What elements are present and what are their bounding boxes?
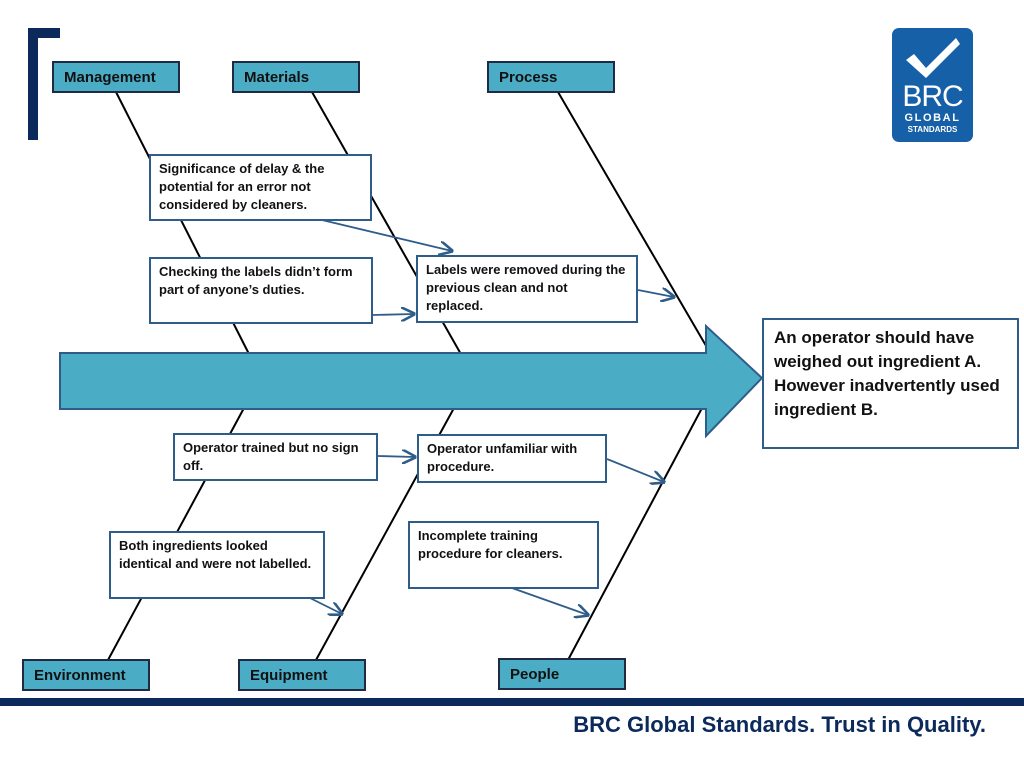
cause-checking-labels: Checking the labels didn’t form part of … xyxy=(149,257,373,324)
cause-labels-removed: Labels were removed during the previous … xyxy=(416,255,638,323)
arrow-operator-trained xyxy=(377,456,415,457)
checkmark-icon xyxy=(906,38,960,78)
bone-process xyxy=(557,91,713,357)
arrow-incomplete-training xyxy=(511,587,588,615)
arrow-both-ingredients xyxy=(309,597,342,614)
category-label: Equipment xyxy=(250,667,328,684)
spine-arrow xyxy=(59,323,764,439)
category-label: Process xyxy=(499,69,558,86)
arrow-labels-removed xyxy=(637,290,674,297)
logo-global-text: GLOBAL xyxy=(904,112,961,124)
effect-box: An operator should have weighed out ingr… xyxy=(762,318,1019,449)
arrow-checking-labels xyxy=(372,314,414,315)
cause-both-ingredients: Both ingredients looked identical and we… xyxy=(109,531,325,599)
category-environment: Environment xyxy=(22,659,150,691)
logo-brc-text: BRC xyxy=(902,80,963,113)
logo-standards-text: STANDARDS xyxy=(907,125,958,134)
category-management: Management xyxy=(52,61,180,93)
cause-significance: Significance of delay & the potential fo… xyxy=(149,154,372,221)
category-label: Management xyxy=(64,69,156,86)
cause-operator-unfamiliar: Operator unfamiliar with procedure. xyxy=(417,434,607,483)
category-equipment: Equipment xyxy=(238,659,366,691)
category-label: People xyxy=(510,666,560,683)
brc-logo: BRC GLOBAL STANDARDS xyxy=(892,28,973,142)
category-label: Environment xyxy=(34,667,126,684)
category-materials: Materials xyxy=(232,61,360,93)
arrow-operator-unfamiliar xyxy=(606,458,664,482)
cause-incomplete-training: Incomplete training procedure for cleane… xyxy=(408,521,599,589)
corner-bracket xyxy=(28,28,60,140)
cause-operator-trained: Operator trained but no sign off. xyxy=(173,433,378,481)
category-people: People xyxy=(498,658,626,690)
arrow-significance xyxy=(321,219,452,251)
footer-tagline: BRC Global Standards. Trust in Quality. xyxy=(573,712,986,737)
footer-bar xyxy=(0,698,1024,706)
category-process: Process xyxy=(487,61,615,93)
category-label: Materials xyxy=(244,69,310,86)
